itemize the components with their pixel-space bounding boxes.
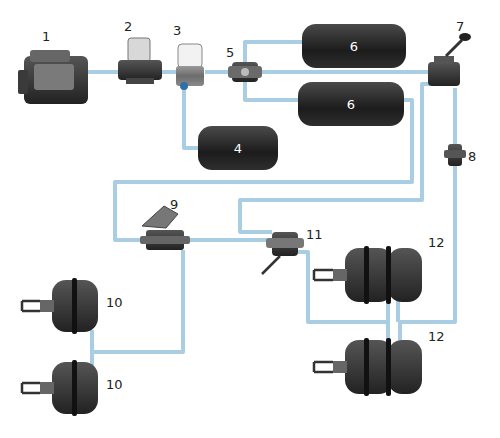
air-tank: 6 — [302, 24, 406, 68]
callout-number: 2 — [124, 20, 132, 33]
brake-chambers — [22, 278, 98, 416]
callout-number: 12 — [428, 330, 445, 343]
air-dryer — [118, 38, 162, 84]
air-tank: 6 — [298, 82, 404, 126]
control-valve — [262, 232, 304, 274]
callout-number: 1 — [42, 30, 50, 43]
callout-number: 10 — [106, 378, 123, 391]
callout-number: 10 — [106, 296, 123, 309]
callout-number: 7 — [456, 20, 464, 33]
hand-brake-valve — [428, 33, 471, 86]
compressor — [18, 50, 88, 104]
callout-number: 3 — [173, 24, 181, 37]
callout-number: 9 — [170, 198, 178, 211]
callout-number: 5 — [226, 46, 234, 59]
callout-number: 6 — [350, 40, 358, 53]
four-circuit-valve — [228, 62, 262, 82]
callout-number: 11 — [306, 228, 323, 241]
brake-pedal-valve — [140, 206, 190, 250]
callout-number: 8 — [468, 150, 476, 163]
air-tank: 4 — [198, 126, 278, 170]
callout-number: 6 — [347, 98, 355, 111]
filter — [176, 44, 204, 90]
air-pipes — [88, 42, 455, 372]
callout-number: 12 — [428, 236, 445, 249]
relay-valve — [444, 144, 466, 166]
spring-brake-chambers — [314, 246, 422, 396]
callout-number: 4 — [234, 142, 242, 155]
